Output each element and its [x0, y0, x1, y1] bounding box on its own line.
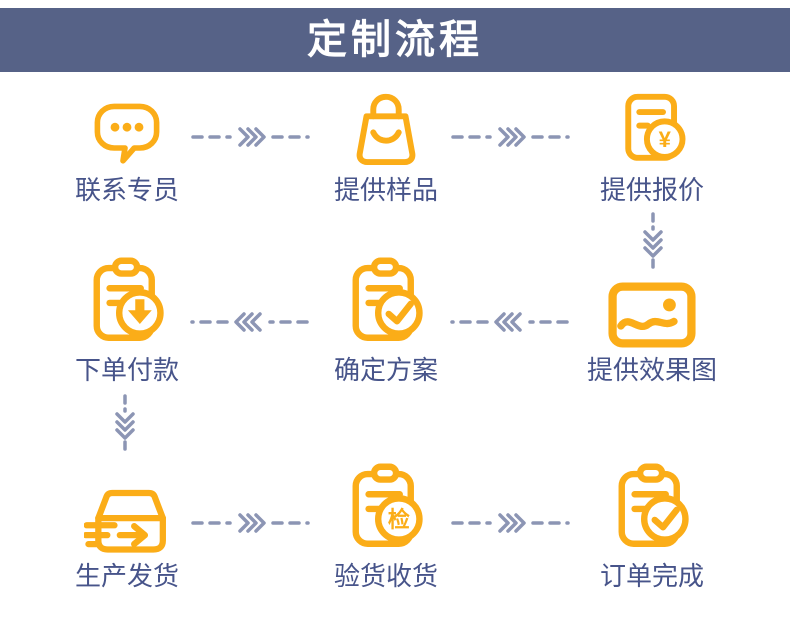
clipboard-inspect-icon: 检	[342, 462, 430, 554]
step-confirm-plan: 确定方案	[301, 256, 471, 385]
arrow-left-icon	[190, 310, 310, 334]
step-provide-rendering: 提供效果图	[567, 256, 737, 385]
step-order-complete: 订单完成	[567, 462, 737, 591]
arrow-right-icon	[190, 125, 310, 149]
chat-bubble-icon	[88, 94, 166, 168]
step-provide-quote: ¥ 提供报价	[567, 93, 737, 205]
quote-invoice-icon: ¥	[611, 93, 693, 168]
yuan-symbol: ¥	[659, 127, 672, 152]
step-inspect-receive: 检 验货收货	[301, 462, 471, 591]
step-order-payment: 下单付款	[42, 256, 212, 385]
step-label: 确定方案	[333, 355, 438, 385]
inspect-character: 检	[388, 507, 410, 532]
arrow-right-icon	[450, 125, 570, 149]
step-label: 提供样品	[333, 175, 438, 205]
step-label: 验货收货	[333, 561, 438, 591]
clipboard-check-icon	[608, 462, 696, 554]
arrow-down-icon	[641, 212, 665, 274]
step-label: 下单付款	[74, 355, 179, 385]
title-banner: 定制流程	[0, 8, 790, 72]
picture-icon	[608, 256, 696, 348]
arrow-down-icon	[113, 394, 137, 456]
step-contact-specialist: 联系专员	[42, 94, 212, 205]
clipboard-check-icon	[342, 256, 430, 348]
shopping-bag-icon	[345, 93, 427, 168]
step-provide-sample: 提供样品	[301, 93, 471, 205]
arrow-left-icon	[450, 310, 570, 334]
step-label: 提供效果图	[586, 355, 717, 385]
step-label: 提供报价	[599, 175, 704, 205]
shipping-box-icon	[84, 462, 170, 554]
page-title: 定制流程	[307, 18, 483, 62]
step-label: 生产发货	[74, 561, 179, 591]
step-production-shipping: 生产发货	[42, 462, 212, 591]
arrow-right-icon	[450, 511, 570, 535]
clipboard-download-icon	[83, 256, 171, 348]
arrow-right-icon	[190, 511, 310, 535]
step-label: 订单完成	[599, 561, 704, 591]
step-label: 联系专员	[74, 175, 179, 205]
